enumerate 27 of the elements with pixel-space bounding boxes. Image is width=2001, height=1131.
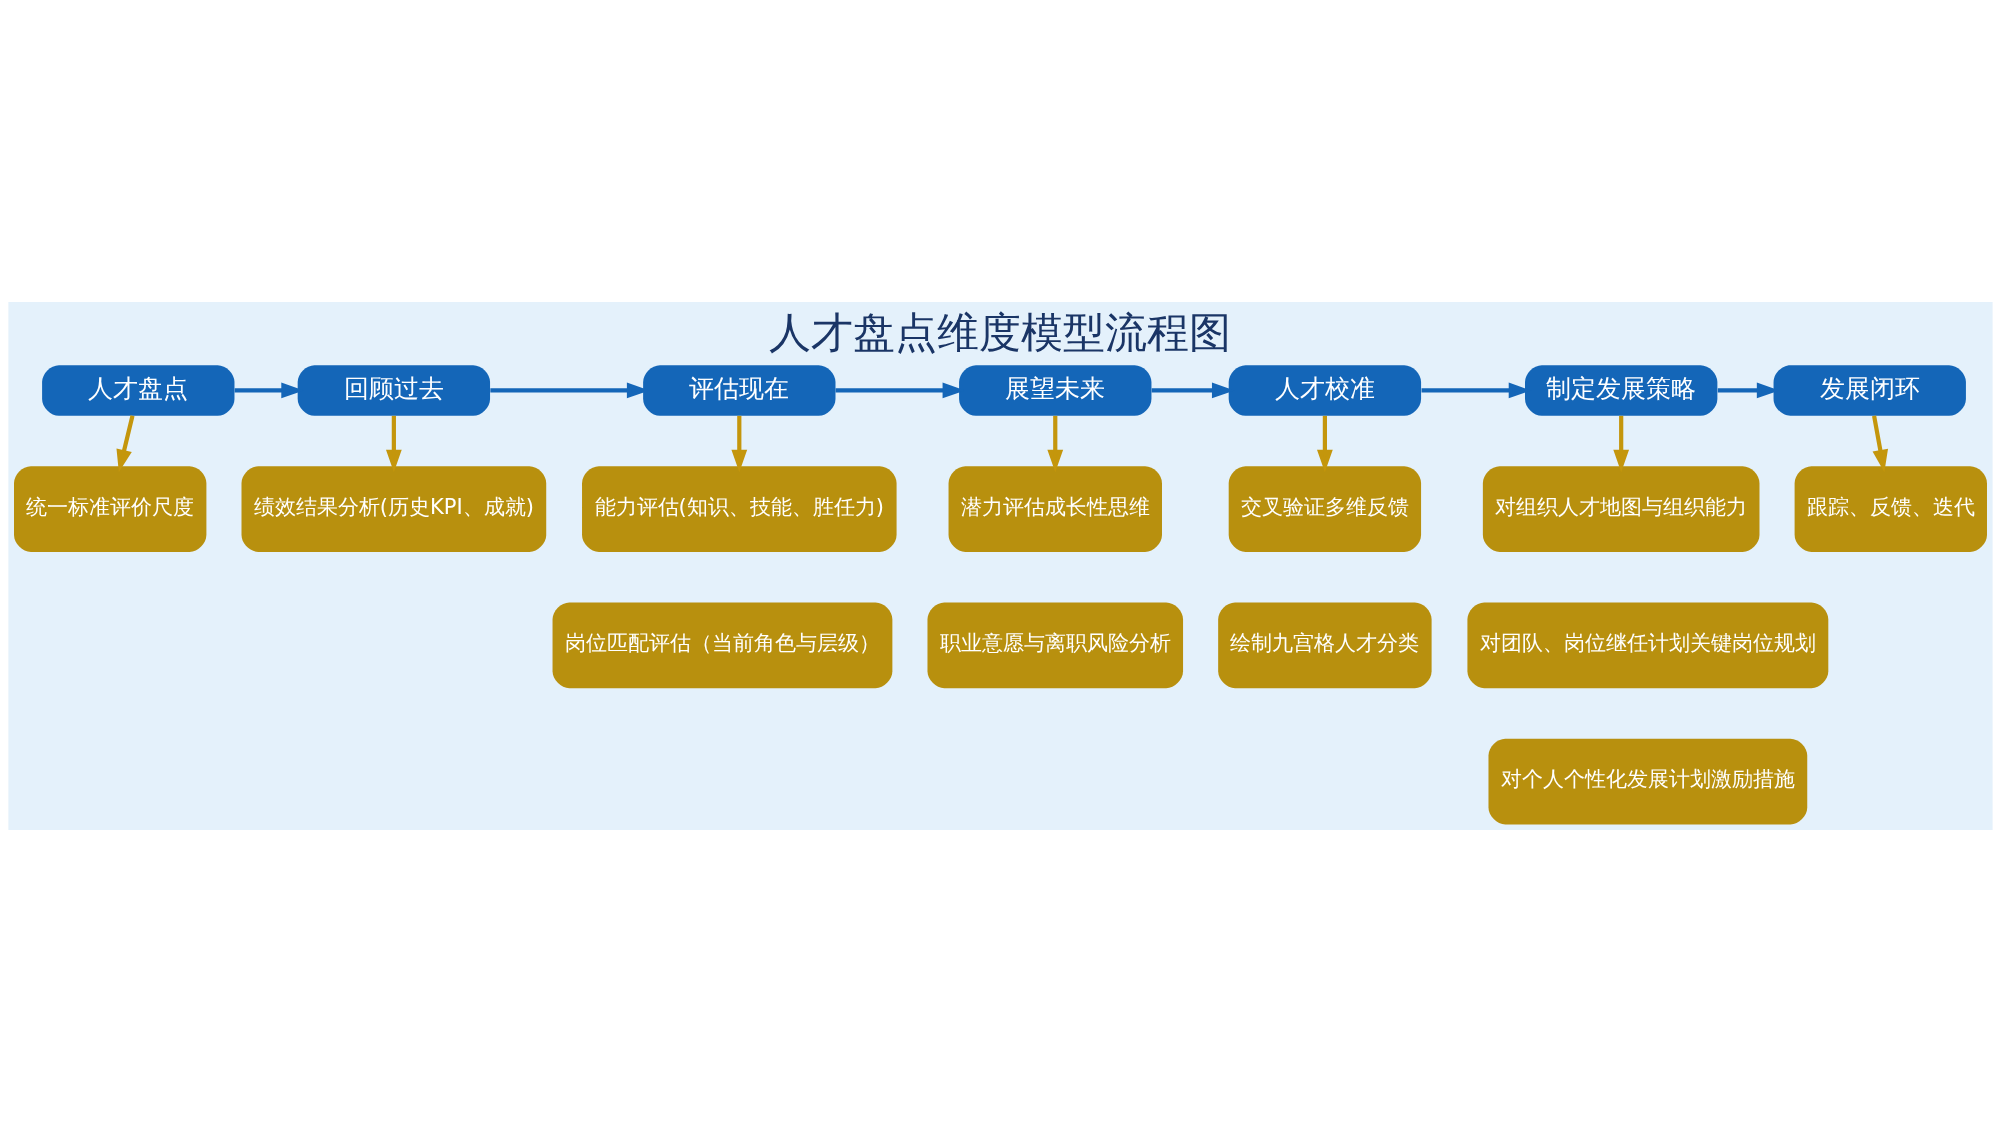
diagram-title: 人才盘点维度模型流程图 — [769, 307, 1232, 357]
node-box: 统一标准评价尺度 — [14, 465, 207, 552]
arrow — [116, 414, 135, 472]
node-box: 交叉验证多维反馈 — [1228, 465, 1422, 552]
arrow — [1317, 415, 1333, 472]
node-box: 能力评估(知识、技能、胜任力) — [582, 465, 897, 552]
arrow — [1047, 415, 1064, 472]
arrow — [1613, 415, 1630, 472]
node-box: 人才盘点 — [42, 364, 235, 416]
node-box: 潜力评估成长性思维 — [948, 465, 1162, 552]
node-box: 绘制九宫格人才分类 — [1218, 602, 1432, 688]
arrow — [386, 415, 402, 472]
arrow — [731, 415, 748, 472]
node-box: 岗位匹配评估（当前角色与层级） — [552, 602, 893, 688]
node-box: 评估现在 — [643, 364, 836, 416]
node-box: 人才校准 — [1228, 364, 1422, 416]
arrow — [1872, 415, 1889, 472]
node-box: 对个人个性化发展计划激励措施 — [1488, 738, 1808, 824]
node-box: 跟踪、反馈、迭代 — [1794, 465, 1987, 552]
node-box: 对团队、岗位继任计划关键岗位规划 — [1467, 602, 1829, 688]
node-box: 展望未来 — [959, 364, 1152, 416]
node-box: 制定发展策略 — [1525, 364, 1718, 416]
node-box: 对组织人才地图与组织能力 — [1482, 465, 1760, 552]
node-box: 绩效结果分析(历史KPI、成就) — [241, 465, 547, 552]
node-box: 职业意愿与离职风险分析 — [927, 602, 1184, 688]
node-box: 回顾过去 — [297, 364, 491, 416]
node-box: 发展闭环 — [1773, 364, 1966, 416]
